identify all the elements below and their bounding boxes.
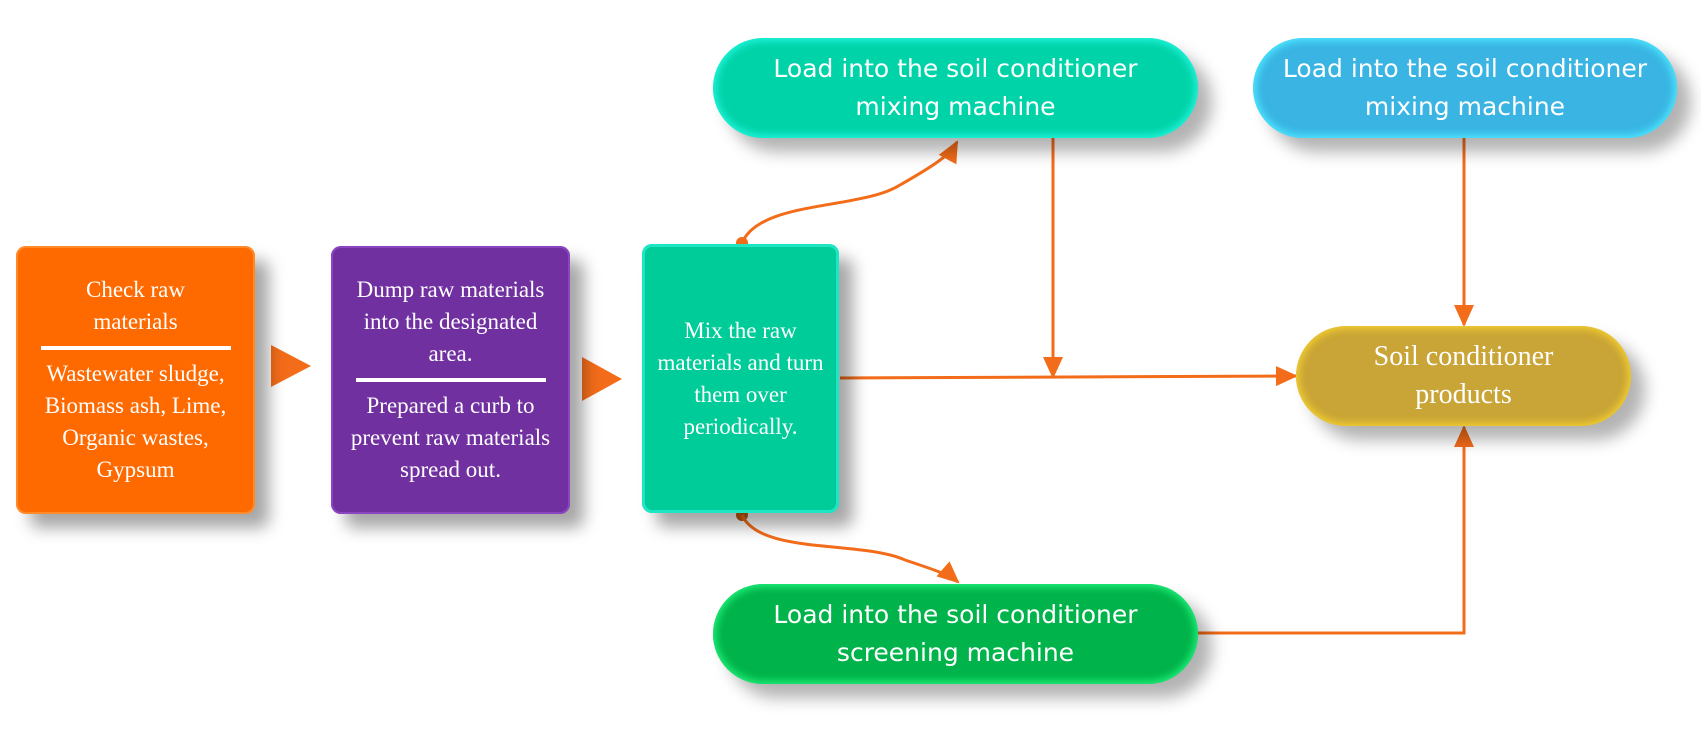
check-divider (40, 346, 231, 350)
check-detail: Wastewater sludge, Biomass ash, Lime, Or… (44, 361, 227, 482)
arrow-mix-to-products (839, 366, 1298, 387)
chevron-arrow-dump-to-mix (582, 357, 622, 401)
dump-divider (355, 378, 546, 382)
curved-arrow-mix-to-mixing (740, 140, 959, 244)
products-text: Soil conditioner products (1373, 341, 1554, 410)
soil-conditioner-products-pill: Soil conditioner products (1296, 326, 1631, 426)
chevron-arrow-check-to-dump (271, 345, 311, 387)
check-raw-materials-box: Check raw materials Wastewater sludge, B… (16, 246, 255, 514)
dump-raw-materials-box: Dump raw materials into the designated a… (331, 246, 570, 514)
mixing-a-text: Load into the soil conditioner mixing ma… (773, 54, 1138, 121)
curved-arrow-mix-to-screening (740, 514, 960, 584)
screening-text: Load into the soil conditioner screening… (773, 600, 1138, 667)
mixing-machine-pill-a: Load into the soil conditioner mixing ma… (713, 38, 1198, 138)
screening-machine-pill: Load into the soil conditioner screening… (713, 584, 1198, 684)
mix-text: Mix the raw materials and turn them over… (657, 317, 824, 439)
arrow-screening-to-products (1198, 425, 1474, 635)
mixing-machine-pill-b: Load into the soil conditioner mixing ma… (1253, 38, 1677, 138)
check-title: Check raw materials (86, 277, 185, 334)
mix-raw-materials-box: Mix the raw materials and turn them over… (642, 244, 839, 513)
dump-detail: Prepared a curb to prevent raw materials… (350, 393, 551, 482)
dump-title: Dump raw materials into the designated a… (356, 277, 545, 366)
mixing-b-text: Load into the soil conditioner mixing ma… (1282, 54, 1648, 121)
